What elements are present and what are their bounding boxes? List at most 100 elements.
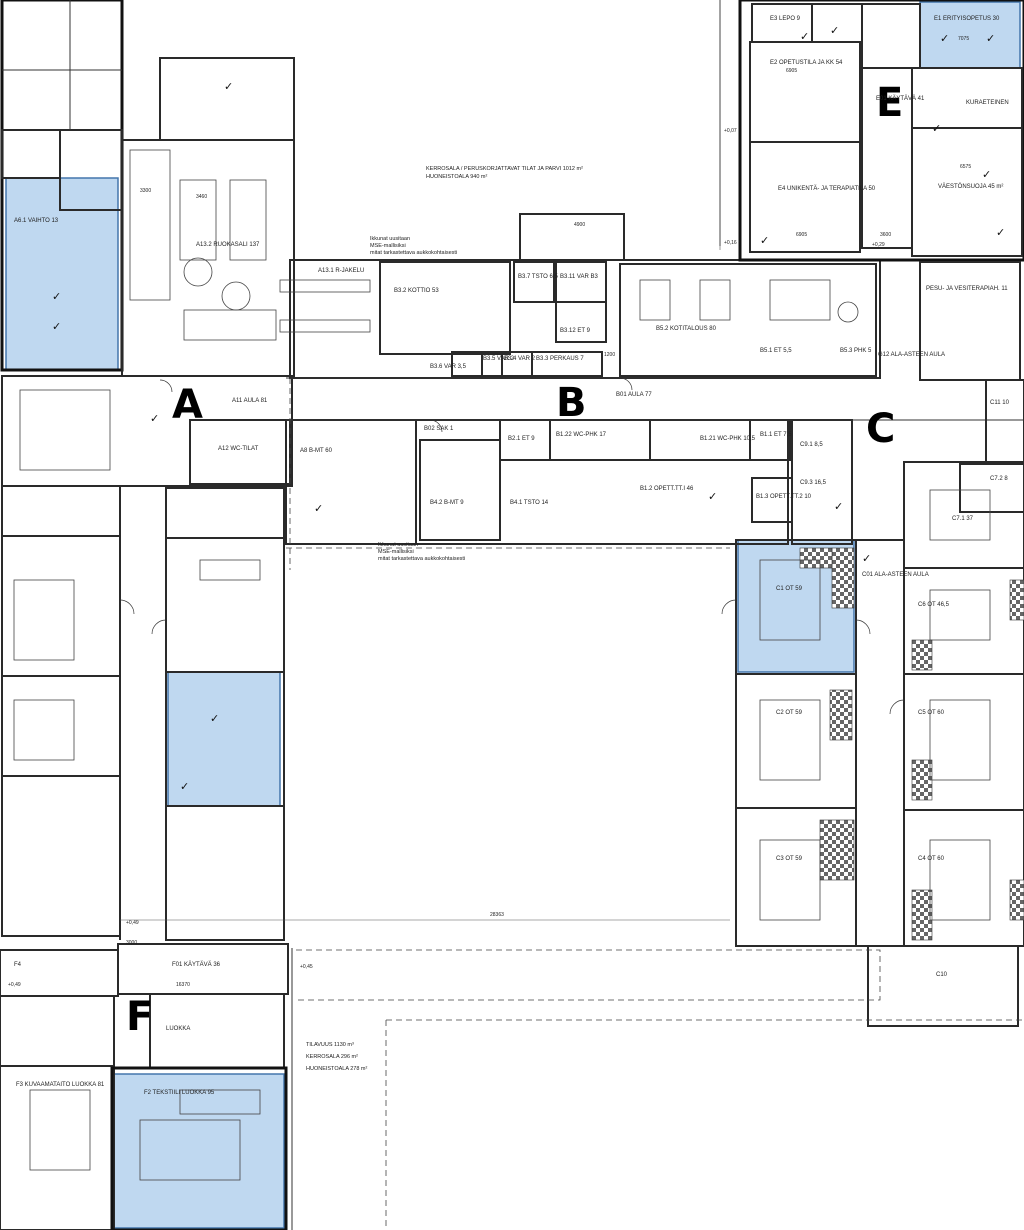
- level-049b: +0,49: [8, 982, 21, 988]
- wing-b-walls: [285, 213, 1024, 545]
- room-label-b3-4: B3.4 VAR 2: [504, 356, 536, 362]
- check-mark-icon: ✓: [986, 32, 995, 45]
- room-label-b1-1: B1.1 ET 7,5: [760, 432, 792, 438]
- dim-6575: 6575: [960, 164, 971, 170]
- dashed-boundaries: [120, 0, 1024, 1230]
- room-label-b4-2: B4.2 B-MT 9: [430, 500, 464, 506]
- dim-28363: 28363: [490, 912, 504, 918]
- dim-7075: 7075: [958, 36, 969, 42]
- room-label-a13-2: A13.2 RUOKASALI 137: [196, 242, 260, 248]
- room-label-c2: C2 OT 59: [776, 710, 803, 716]
- room-label-c11: C11 10: [990, 400, 1010, 406]
- level-007: +0,07: [724, 128, 737, 134]
- note-window-1c: mitat tarkastettava aukkokohtaisesti: [370, 250, 457, 256]
- room-label-b1-21: B1.21 WC-PHK 10,5: [700, 436, 756, 442]
- furniture: [13, 149, 991, 1181]
- check-mark-icon: ✓: [932, 122, 941, 135]
- check-mark-icon: ✓: [862, 552, 871, 565]
- check-mark-icon: ✓: [314, 502, 323, 515]
- room-label-b3-6: B3.6 VAR 3,5: [430, 364, 467, 370]
- wing-label-c: C: [866, 406, 895, 452]
- dim-6905a: 6905: [786, 68, 797, 74]
- room-label-c3: C3 OT 59: [776, 856, 803, 862]
- level-045: +0,45: [300, 964, 313, 970]
- dim-3000: 3000: [126, 940, 137, 946]
- room-label-c7-1: C7.1 37: [952, 516, 974, 522]
- room-label-b01: B01 AULA 77: [616, 392, 652, 398]
- dim-3600: 3600: [880, 232, 891, 238]
- room-label-c7-2: C7.2 8: [990, 476, 1008, 482]
- note-window-2a: Ikkunat uusitaan: [378, 542, 418, 548]
- room-label-c5: C5 OT 60: [918, 710, 945, 716]
- note-area-top-1: KERROSALA / PERUSKORJATTAVAT TILAT JA PA…: [426, 166, 583, 172]
- room-highlight-e1: [919, 1, 1021, 69]
- check-mark-icon: ✓: [210, 712, 219, 725]
- room-label-b5-2: B5.2 KOTITALOUS 80: [656, 326, 717, 332]
- room-label-f3: F3 KUVAAMATAITO LUOKKA 81: [16, 1082, 105, 1088]
- dim-6905b: 6905: [796, 232, 807, 238]
- check-mark-icon: ✓: [150, 412, 159, 425]
- wing-c-walls: [735, 379, 1024, 1027]
- room-label-b3-12: B3.12 ET 9: [560, 328, 591, 334]
- room-label-a6-1: A6.1 VAIHTO 13: [14, 218, 59, 224]
- check-mark-icon: ✓: [996, 226, 1005, 239]
- level-016: +0,16: [724, 240, 737, 246]
- room-label-b3-2: B3.2 KOTTIO 53: [394, 288, 439, 294]
- note-window-2b: MSE-mallisiksi: [378, 549, 414, 555]
- dim-1200: 1200: [604, 352, 615, 358]
- room-label-a8: A8 B-MT 60: [300, 448, 333, 454]
- check-mark-icon: ✓: [982, 168, 991, 181]
- room-label-b5-1: B5.1 ET 5,5: [760, 348, 792, 354]
- room-label-a12: A12 WC-TILAT: [218, 446, 259, 452]
- note-area-top-2: HUONEISTOALA 940 m²: [426, 174, 488, 180]
- room-label-f01: F01 KÄYTÄVÄ 36: [172, 961, 221, 968]
- room-label-b5-3: B5.3 PHK 5: [840, 348, 872, 354]
- room-label-e4: E4 UNIKENTÄ- JA TERAPIATILA 50: [778, 185, 876, 192]
- note-window-1a: Ikkunat uusitaan: [370, 236, 410, 242]
- room-highlight-a6: [167, 671, 281, 807]
- check-mark-icon: ✓: [834, 500, 843, 513]
- note-area-f-1: TILAVUUS 1130 m³: [306, 1042, 354, 1048]
- wing-label-a: A: [172, 382, 203, 428]
- check-mark-icon: ✓: [52, 320, 61, 333]
- room-label-b1-2: B1.2 OPETT.TT.I 46: [640, 486, 694, 492]
- level-049a: +0,49: [126, 920, 139, 926]
- wing-e-walls: [719, 0, 1024, 381]
- room-label-b4-1: B4.1 TSTO 14: [510, 500, 549, 506]
- dim-16370: 16370: [176, 982, 190, 988]
- note-window-2c: mitat tarkastettava aukkokohtaisesti: [378, 556, 465, 562]
- room-label-b02: B02 SAK 1: [424, 426, 454, 432]
- check-mark-icon: ✓: [708, 490, 717, 503]
- room-label-e01: E01 KÄYTÄVÄ 41: [876, 95, 925, 102]
- wing-label-f: F: [126, 994, 153, 1040]
- wing-letters: A B C E F: [126, 80, 903, 1040]
- doors: [119, 377, 905, 715]
- room-label-a13-1: A13.1 R-JAKELU: [318, 268, 364, 274]
- room-label-c9-3: C9.3 16,5: [800, 480, 827, 486]
- check-mark-icon: ✓: [224, 80, 233, 93]
- check-mark-icon: ✓: [52, 290, 61, 303]
- room-label-a11: A11 AULA 81: [232, 398, 268, 404]
- room-label-c4: C4 OT 60: [918, 856, 945, 862]
- room-label-e-vae: VÄESTÖNSUOJA 45 m²: [938, 183, 1003, 190]
- room-label-b3-11: B3.11 VAR B3: [560, 274, 598, 280]
- check-marks: ✓✓✓✓✓✓✓✓✓✓✓✓✓✓✓✓✓✓: [52, 24, 1005, 793]
- room-label-f-luokka: LUOKKA: [166, 1026, 190, 1032]
- room-label-g12: G12 ALA-ASTEEN AULA: [878, 352, 945, 358]
- room-label-c1: C1 OT 59: [776, 586, 803, 592]
- level-029: +0,29: [872, 242, 885, 248]
- note-area-f-2: KERROSALA 296 m²: [306, 1054, 358, 1060]
- room-label-b2-1: B2.1 ET 9: [508, 436, 535, 442]
- dim-3300: 3300: [140, 188, 151, 194]
- room-label-f2: F2 TEKSTIILI LUOKKA 95: [144, 1090, 215, 1096]
- note-area-f-3: HUONEISTOALA 278 m²: [306, 1066, 368, 1072]
- room-label-b3-5: B3.5 VAR 2: [483, 356, 515, 362]
- room-label-e3: E3 LEPO 9: [770, 16, 801, 22]
- room-label-e-pesu: PESU- JA VESITERAPIAH. 11: [926, 286, 1008, 292]
- plan-notes: KERROSALA / PERUSKORJATTAVAT TILAT JA PA…: [8, 36, 971, 1072]
- room-label-f4: F4: [14, 962, 22, 968]
- note-window-1b: MSE-mallisiksi: [370, 243, 406, 249]
- room-highlight-a-west: [5, 177, 119, 371]
